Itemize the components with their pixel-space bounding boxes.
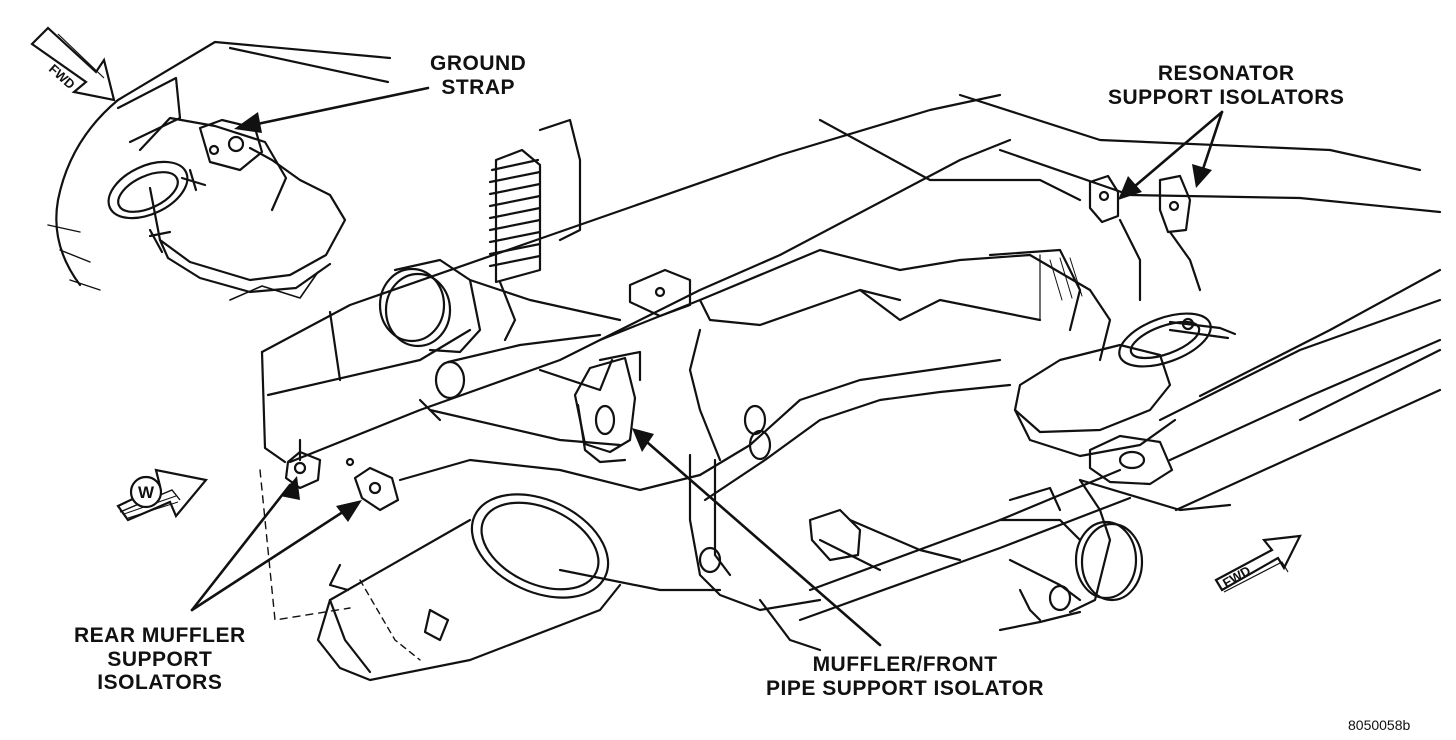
rear-muffler-label-line-3: ISOLATORS: [97, 671, 223, 695]
rear-muffler-label: REAR MUFFLER SUPPORT ISOLATORS: [74, 624, 246, 695]
resonator-label-line-2: SUPPORT ISOLATORS: [1108, 85, 1345, 109]
front-isolator-bracket: [538, 350, 642, 464]
fwd-arrow-bottom: FWD: [1214, 534, 1302, 593]
resonator-label-line-1: RESONATOR: [1157, 62, 1295, 85]
callout-arrowheads: [234, 112, 1212, 522]
left-brake-drum: [378, 258, 622, 447]
crossmember-bracket: [628, 268, 862, 562]
ground-strap-label-line-1: GROUND: [430, 52, 527, 75]
fwd-arrow-top: FWD: [30, 26, 116, 102]
right-isolator: [1088, 434, 1174, 486]
rear-muffler-label-line-1: REAR MUFFLER: [74, 624, 246, 647]
fuel-tank: [598, 248, 1112, 462]
ground-strap-inset: [47, 40, 392, 301]
muffler-front-label-line-2: PIPE SUPPORT ISOLATOR: [766, 676, 1045, 700]
exhaust-pipe: [398, 358, 1012, 652]
resonator: [1013, 312, 1237, 458]
rear-muffler-label-line-2: SUPPORT: [107, 647, 213, 671]
ground-strap-label: GROUND STRAP: [430, 52, 526, 99]
right-brake-drum: [998, 478, 1144, 632]
resonator-isolators: [1088, 174, 1202, 302]
muffler-front-label: MUFFLER/FRONT PIPE SUPPORT ISOLATOR: [766, 653, 1044, 700]
shock-absorber: [488, 118, 582, 342]
muffler-front-label-line-1: MUFFLER/FRONT: [812, 653, 998, 676]
rear-muffler: [259, 469, 722, 682]
resonator-label: RESONATOR SUPPORT ISOLATORS: [1108, 62, 1344, 109]
frame-rails: [260, 93, 1442, 622]
ground-strap-label-line-2: STRAP: [441, 75, 516, 99]
rear-muffler-isolators: [284, 450, 400, 512]
view-w-arrow: W: [116, 468, 209, 522]
view-w-label: W: [138, 483, 155, 502]
callout-leaders: [190, 86, 1224, 647]
figure-number: 8050058b: [1348, 717, 1411, 733]
